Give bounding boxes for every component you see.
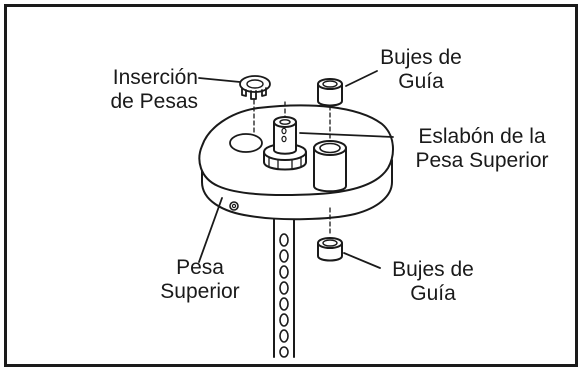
label-guide-bushings-bottom: Bujes de Guía bbox=[378, 258, 488, 306]
guide-bushing-bottom-part bbox=[317, 237, 343, 262]
diagram-frame bbox=[4, 4, 578, 367]
selector-rod bbox=[273, 209, 295, 358]
label-guide-bushings-bottom-line1: Bujes de bbox=[392, 258, 474, 281]
guide-bushing-top-part bbox=[317, 78, 343, 107]
plate-hole bbox=[229, 133, 263, 153]
top-plate-link bbox=[263, 116, 307, 171]
label-guide-bushings-bottom-line2: Guía bbox=[410, 282, 456, 305]
label-top-plate-link-line2: Pesa Superior bbox=[415, 149, 549, 172]
label-guide-bushings-top: Bujes de Guía bbox=[366, 46, 476, 94]
label-top-plate-link-line1: Eslabón de la bbox=[418, 125, 546, 148]
leader-lines bbox=[198, 70, 394, 269]
label-top-plate-line2: Superior bbox=[160, 280, 240, 303]
label-top-plate: Pesa Superior bbox=[144, 256, 256, 304]
label-top-plate-line1: Pesa bbox=[176, 256, 224, 279]
label-weight-insert-line1: Inserción bbox=[112, 66, 198, 89]
label-weight-insert: Inserción de Pesas bbox=[62, 66, 198, 114]
label-guide-bushings-top-line1: Bujes de bbox=[380, 46, 462, 69]
seated-guide-bushing bbox=[313, 140, 347, 193]
plate-pin-hole bbox=[229, 201, 239, 211]
label-weight-insert-line2: de Pesas bbox=[110, 90, 198, 113]
label-guide-bushings-top-line2: Guía bbox=[398, 70, 444, 93]
weight-insert-part bbox=[239, 75, 271, 100]
label-top-plate-link: Eslabón de la Pesa Superior bbox=[392, 125, 572, 173]
rod-holes bbox=[279, 233, 289, 358]
